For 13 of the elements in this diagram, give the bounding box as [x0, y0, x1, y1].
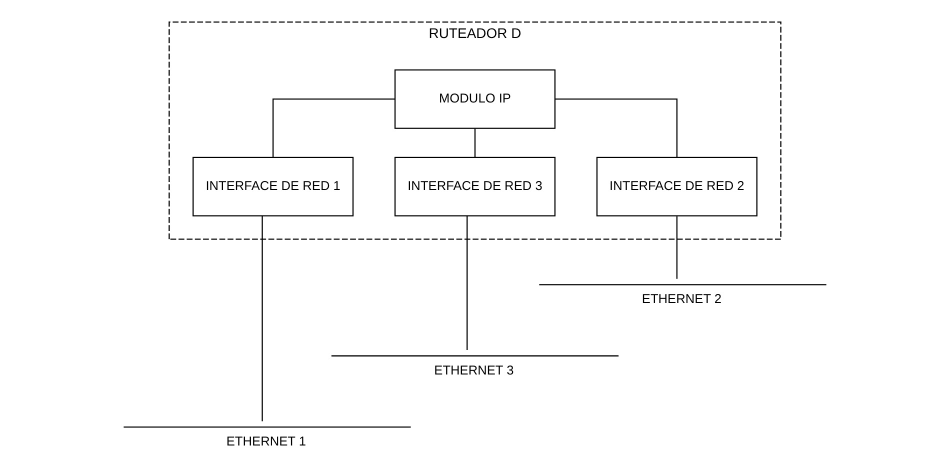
connector [272, 98, 395, 157]
node-box: MODULO IP [394, 69, 556, 129]
node-text: ETHERNET 2 [642, 291, 722, 306]
node-text: ETHERNET 1 [226, 434, 306, 449]
connector [555, 98, 678, 157]
connector [262, 216, 263, 422]
node-text: ETHERNET 3 [434, 362, 514, 378]
connector [676, 216, 678, 279]
connector [466, 216, 468, 350]
node-box: INTERFACE DE RED 1 [192, 156, 354, 216]
node-box: INTERFACE DE RED 2 [596, 156, 758, 216]
connector [474, 128, 476, 158]
node-box: INTERFACE DE RED 3 [394, 156, 556, 216]
